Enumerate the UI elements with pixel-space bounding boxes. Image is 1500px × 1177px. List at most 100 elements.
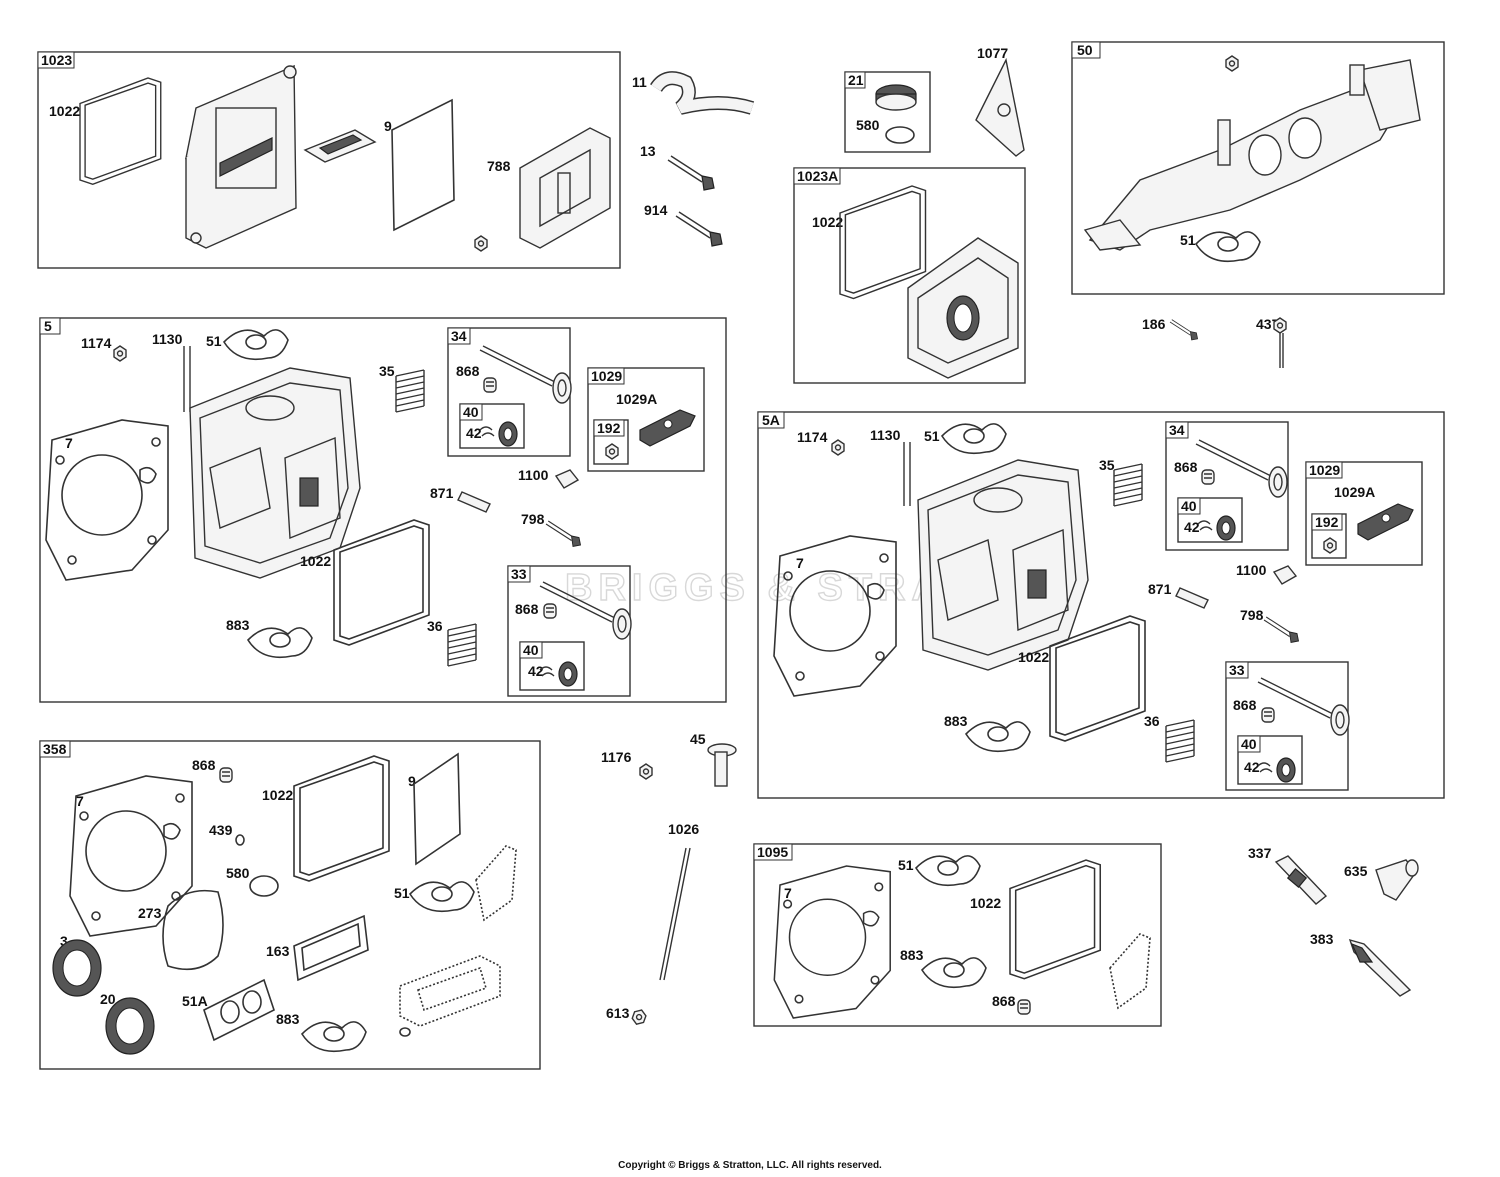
valve-seal [1261,707,1275,723]
part-label: 1022 [970,895,1001,911]
part-label: 42 [1244,759,1260,775]
part-label: 1176 [601,749,632,765]
part-label: 798 [1240,607,1264,623]
part-label: 798 [521,511,545,527]
box-tag: 1023 [41,52,72,68]
part-label: 868 [1233,697,1257,713]
part-label: 1022 [300,553,331,569]
kit-34-box [1165,421,1289,551]
part-label: 51 [394,885,410,901]
part-label: 383 [1310,931,1334,947]
box-tag: 34 [1169,422,1185,438]
kit-358-box: 358 868 7 1022 9 439 580 273 3 20 51 [39,740,541,1070]
bolt [1273,317,1287,368]
part-label: 1026 [668,821,699,837]
part-label: 9 [408,773,416,789]
valve-cover [907,237,1019,379]
nut [831,439,845,456]
stud [903,442,911,506]
valve-cover [185,64,297,249]
rocker-arm [1357,503,1414,541]
rocker-arm [639,409,696,447]
part-label: 13 [640,143,656,159]
kit-1029-box [1305,461,1423,566]
valve-seal [543,603,557,619]
breather-tube [650,71,755,115]
fitting [1225,55,1239,72]
part-label: 613 [606,1005,630,1021]
push-rod-guide [1175,587,1209,609]
tool [1348,938,1412,997]
kit-5A-box: 5A 1174 1130 51 35 7 34 868 40 42 1029 1… [757,411,1445,799]
screw [474,235,488,252]
valve-retainer [479,421,518,447]
valve-seal [1201,469,1215,485]
cylinder-head-gasket [69,775,193,937]
box-tag: 40 [523,642,539,658]
part-label: 439 [209,822,233,838]
valve-seal [219,767,233,783]
part-label: 1022 [1018,649,1049,665]
nut [605,443,619,460]
part-label: 42 [528,663,544,679]
box-tag: 34 [451,328,467,344]
kit-50-box: 50 51 [1071,41,1445,295]
part-label: 11 [632,74,647,90]
part-label: 871 [1148,581,1172,597]
part-label: 273 [138,905,162,921]
gasket [1109,933,1151,1010]
part-label: 1029A [616,391,657,407]
kit-40-box [1237,735,1303,785]
spark-plug-wire-boot [1375,859,1419,901]
box-tag: 40 [463,404,479,420]
tappet [707,743,737,787]
bolt [667,155,715,191]
breather-gasket [413,752,461,866]
box-tag: 33 [511,566,527,582]
bolt [545,520,582,548]
rocker-guide [1272,565,1298,585]
valve-retainer [1197,515,1236,541]
part-label: 1077 [977,45,1008,61]
part-label: 1174 [797,429,828,445]
intake-gasket [1195,231,1261,263]
part-label: 163 [266,943,290,959]
part-label: 868 [456,363,480,379]
oil-seal [52,939,102,997]
part-label: 1022 [812,214,843,230]
part-label: 868 [515,601,539,617]
breather-cover [519,127,611,249]
nut [639,763,653,780]
part-label: 871 [430,485,454,501]
part-label: 3 [60,933,68,949]
kit-1023A-box: 1023A 1022 [793,167,1026,384]
part-label: 883 [944,713,968,729]
box-tag: 192 [597,420,621,436]
part-label: 788 [487,158,511,174]
box-tag: 50 [1077,42,1093,58]
intake-gasket [915,855,981,887]
o-ring [249,875,279,897]
gasket [399,955,501,1027]
part-label: 1100 [1236,562,1267,578]
part-label: 1022 [49,103,80,119]
part-label: 20 [100,991,116,1007]
part-label: 51 [924,428,940,444]
valve-retainer [1257,757,1296,783]
box-tag: 1095 [757,844,788,860]
part-label: 883 [226,617,250,633]
cylinder-head [917,459,1089,671]
part-label: 7 [796,555,804,571]
valve-cover-gasket [333,519,430,646]
part-label: 51A [182,993,208,1009]
kit-1095-box: 1095 7 51 1022 883 868 [753,843,1162,1027]
box-tag: 1029 [1309,462,1340,478]
cylinder-head-gasket [773,535,897,697]
exhaust-valve [479,345,572,404]
valve-spring [1113,463,1143,507]
valve-cover-gasket [79,77,162,185]
bolt [675,211,723,247]
valve-seal [1017,999,1031,1015]
kit-40-box [1177,497,1243,543]
intake-gasket [203,978,275,1042]
